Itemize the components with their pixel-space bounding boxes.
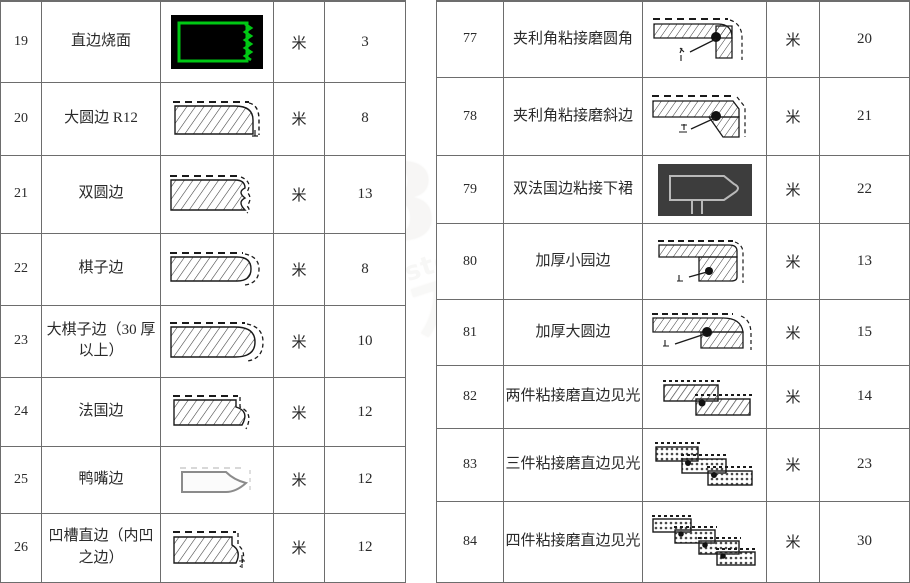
row-number: 83 [436,427,504,502]
table-row[interactable]: 78 夹利角粘接磨斜边 [436,76,910,157]
table-row[interactable]: 80 加厚小园边 [436,223,910,301]
row-figure-thick-big-round-edge [642,299,767,366]
row-number: 22 [0,232,42,306]
row-unit: 米 [273,377,325,448]
row-price: 20 [819,0,910,78]
row-unit: 米 [766,155,820,225]
row-unit: 米 [766,500,820,583]
row-price: 8 [324,232,406,306]
row-price: 15 [819,299,910,366]
row-unit: 米 [273,0,325,84]
row-figure-green-zigzag-panel [160,0,274,84]
table-row[interactable]: 25 鸭嘴边 米 12 [0,446,406,514]
left-price-table: 19 直边烧面 米 3 20 大圆边 R12 [0,0,406,583]
row-name: 直边烧面 [41,0,161,84]
table-row[interactable]: 77 夹利角粘接磨圆角 [436,0,910,78]
row-figure-bullnose-edge [160,232,274,306]
row-unit: 米 [766,223,820,301]
row-name: 双法国边粘接下裙 [503,155,643,225]
row-number: 77 [436,0,504,78]
row-unit: 米 [766,0,820,78]
table-row[interactable]: 79 双法国边粘接下裙 米 22 [436,155,910,225]
row-name: 鸭嘴边 [41,446,161,514]
row-unit: 米 [273,232,325,306]
row-number: 26 [0,512,42,583]
row-figure-groove-straight-edge [160,512,274,583]
row-figure-duckbill-edge [160,446,274,514]
row-unit: 米 [273,512,325,583]
row-name: 加厚大圆边 [503,299,643,366]
row-number: 78 [436,76,504,157]
row-figure-big-bullnose-edge [160,304,274,379]
row-number: 82 [436,364,504,429]
row-price: 22 [819,155,910,225]
row-unit: 米 [273,446,325,514]
row-name: 大棋子边（30 厚以上） [41,304,161,379]
row-price: 14 [819,364,910,429]
row-figure-thick-small-round-edge [642,223,767,301]
table-row[interactable]: 20 大圆边 R12 [0,82,406,156]
table-row[interactable]: 82 两件粘接磨直边见光 [436,364,910,429]
row-figure-four-piece-glued-stack [642,500,767,583]
table-row[interactable]: 81 加厚大圆边 [436,299,910,366]
row-unit: 米 [766,427,820,502]
table-row[interactable]: 21 双圆边 [0,154,406,234]
row-price: 13 [324,154,406,234]
table-gutter [406,0,436,583]
row-name: 双圆边 [41,154,161,234]
row-name: 四件粘接磨直边见光 [503,500,643,583]
row-name: 夹利角粘接磨斜边 [503,76,643,157]
row-number: 25 [0,446,42,514]
table-row[interactable]: 22 棋子边 [0,232,406,306]
row-name: 大圆边 R12 [41,82,161,156]
row-unit: 米 [273,82,325,156]
row-number: 19 [0,0,42,84]
table-row[interactable]: 83 三件粘接磨直边见光 [436,427,910,502]
row-number: 84 [436,500,504,583]
row-number: 81 [436,299,504,366]
row-name: 法国边 [41,377,161,448]
row-figure-two-piece-glued-stack [642,364,767,429]
row-number: 20 [0,82,42,156]
row-figure-three-piece-glued-stack [642,427,767,502]
row-figure-mitre-glued-bevel-edge [642,76,767,157]
row-figure-mitre-glued-round-corner [642,0,767,78]
row-unit: 米 [273,304,325,379]
row-price: 12 [324,446,406,514]
table-row[interactable]: 24 法国边 [0,377,406,448]
row-price: 13 [819,223,910,301]
row-name: 两件粘接磨直边见光 [503,364,643,429]
row-name: 夹利角粘接磨圆角 [503,0,643,78]
row-price: 3 [324,0,406,84]
row-name: 棋子边 [41,232,161,306]
row-figure-double-round-edge [160,154,274,234]
row-figure-french-edge [160,377,274,448]
row-price: 30 [819,500,910,583]
row-price: 10 [324,304,406,379]
row-number: 21 [0,154,42,234]
row-figure-double-french-skirt-panel [642,155,767,225]
row-price: 8 [324,82,406,156]
row-unit: 米 [766,364,820,429]
row-number: 79 [436,155,504,225]
row-number: 80 [436,223,504,301]
row-unit: 米 [766,299,820,366]
row-unit: 米 [766,76,820,157]
row-price: 23 [819,427,910,502]
row-name: 三件粘接磨直边见光 [503,427,643,502]
table-row[interactable]: 26 凹槽直边（内凹之边） [0,512,406,583]
row-name: 加厚小园边 [503,223,643,301]
table-row[interactable]: 23 大棋子边（30 厚以上） [0,304,406,379]
right-price-table: 77 夹利角粘接磨圆角 [436,0,910,583]
row-number: 24 [0,377,42,448]
row-price: 12 [324,377,406,448]
row-name: 凹槽直边（内凹之边） [41,512,161,583]
row-price: 21 [819,76,910,157]
table-row[interactable]: 84 四件粘接磨直边见光 [436,500,910,583]
row-unit: 米 [273,154,325,234]
table-row[interactable]: 19 直边烧面 米 3 [0,0,406,84]
row-number: 23 [0,304,42,379]
row-figure-big-round-edge [160,82,274,156]
row-price: 12 [324,512,406,583]
